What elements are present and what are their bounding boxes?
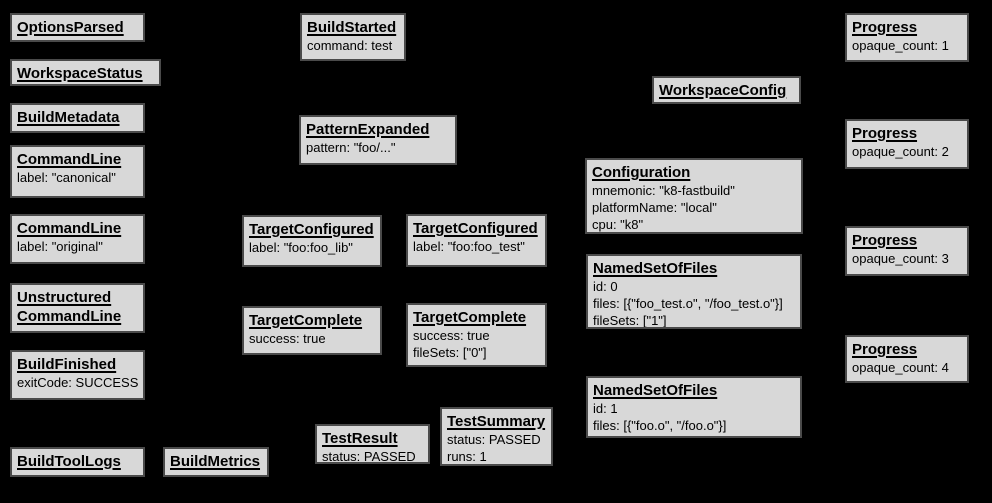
event-box-target-complete-foo-test: TargetComplete success: true fileSets: [… [406, 303, 547, 367]
event-box-command-line-original: CommandLine label: "original" [10, 214, 145, 264]
box-detail: pattern: "foo/..." [306, 140, 396, 155]
box-detail: platformName: "local" [592, 200, 717, 215]
box-detail: success: true [249, 331, 326, 346]
event-box-target-complete-foo-lib: TargetComplete success: true [242, 306, 382, 355]
box-title: OptionsParsed [17, 19, 124, 36]
event-box-progress-2: Progress opaque_count: 2 [845, 119, 969, 169]
box-detail: exitCode: SUCCESS [17, 375, 139, 390]
box-detail: status: PASSED [322, 449, 416, 464]
box-title: TargetComplete [249, 312, 363, 329]
box-title: Progress [852, 341, 918, 358]
box-detail: id: 0 [593, 279, 618, 294]
box-detail: label: "canonical" [17, 170, 116, 185]
box-title: WorkspaceConfig [659, 82, 787, 99]
box-detail: success: true [413, 328, 490, 343]
box-detail: fileSets: ["1"] [593, 313, 667, 328]
box-detail: opaque_count: 3 [852, 251, 949, 266]
box-detail: runs: 1 [447, 449, 487, 464]
box-title: BuildStarted [307, 19, 397, 36]
event-box-configuration: Configuration mnemonic: "k8-fastbuild" p… [585, 158, 803, 234]
box-title: BuildMetadata [17, 109, 120, 126]
event-box-options-parsed: OptionsParsed [10, 13, 145, 42]
box-detail: files: [{"foo_test.o", "/foo_test.o"}] [593, 296, 783, 311]
box-title: TestSummary [447, 413, 546, 430]
box-title: TargetComplete [413, 309, 527, 326]
box-detail: mnemonic: "k8-fastbuild" [592, 183, 735, 198]
box-detail: label: "foo:foo_lib" [249, 240, 353, 255]
event-box-build-started: BuildStarted command: test [300, 13, 406, 61]
event-box-target-configured-foo-test: TargetConfigured label: "foo:foo_test" [406, 214, 547, 267]
box-detail: label: "original" [17, 239, 103, 254]
event-box-test-result: TestResult status: PASSED [315, 424, 430, 464]
box-detail: fileSets: ["0"] [413, 345, 487, 360]
box-title: CommandLine [17, 220, 122, 237]
box-title: BuildFinished [17, 356, 117, 373]
box-detail: opaque_count: 4 [852, 360, 949, 375]
box-title: Unstructured [17, 289, 112, 306]
event-box-target-configured-foo-lib: TargetConfigured label: "foo:foo_lib" [242, 215, 382, 267]
box-title: TestResult [322, 430, 398, 447]
box-title: PatternExpanded [306, 121, 430, 138]
box-title: TargetConfigured [413, 220, 538, 237]
event-box-build-tool-logs: BuildToolLogs [10, 447, 145, 477]
box-title: TargetConfigured [249, 221, 374, 238]
event-box-command-line-canonical: CommandLine label: "canonical" [10, 145, 145, 198]
event-box-build-finished: BuildFinished exitCode: SUCCESS [10, 350, 145, 400]
event-box-named-set-of-files-0: NamedSetOfFiles id: 0 files: [{"foo_test… [586, 254, 802, 329]
box-detail: files: [{"foo.o", "/foo.o"}] [593, 418, 727, 433]
event-box-progress-4: Progress opaque_count: 4 [845, 335, 969, 383]
event-box-progress-3: Progress opaque_count: 3 [845, 226, 969, 276]
event-box-unstructured-command-line: Unstructured CommandLine [10, 283, 145, 333]
box-detail: id: 1 [593, 401, 618, 416]
box-title: Progress [852, 19, 918, 36]
box-title: NamedSetOfFiles [593, 260, 718, 277]
box-title: BuildToolLogs [17, 453, 121, 470]
event-box-workspace-status: WorkspaceStatus [10, 59, 161, 86]
box-title: BuildMetrics [170, 453, 261, 470]
box-title-line2: CommandLine [17, 308, 122, 325]
box-title: NamedSetOfFiles [593, 382, 718, 399]
event-box-named-set-of-files-1: NamedSetOfFiles id: 1 files: [{"foo.o", … [586, 376, 802, 438]
box-detail: label: "foo:foo_test" [413, 239, 525, 254]
event-box-workspace-config: WorkspaceConfig [652, 76, 801, 104]
event-box-build-metrics: BuildMetrics [163, 447, 269, 477]
box-title: Progress [852, 125, 918, 142]
box-title: Configuration [592, 164, 691, 181]
event-box-progress-1: Progress opaque_count: 1 [845, 13, 969, 62]
box-detail: status: PASSED [447, 432, 541, 447]
box-detail: cpu: "k8" [592, 217, 644, 232]
box-detail: command: test [307, 38, 393, 53]
event-box-pattern-expanded: PatternExpanded pattern: "foo/..." [299, 115, 457, 165]
event-box-test-summary: TestSummary status: PASSED runs: 1 [440, 407, 553, 466]
box-title: CommandLine [17, 151, 122, 168]
box-detail: opaque_count: 2 [852, 144, 949, 159]
event-box-build-metadata: BuildMetadata [10, 103, 145, 133]
box-title: Progress [852, 232, 918, 249]
box-detail: opaque_count: 1 [852, 38, 949, 53]
box-title: WorkspaceStatus [17, 65, 143, 82]
